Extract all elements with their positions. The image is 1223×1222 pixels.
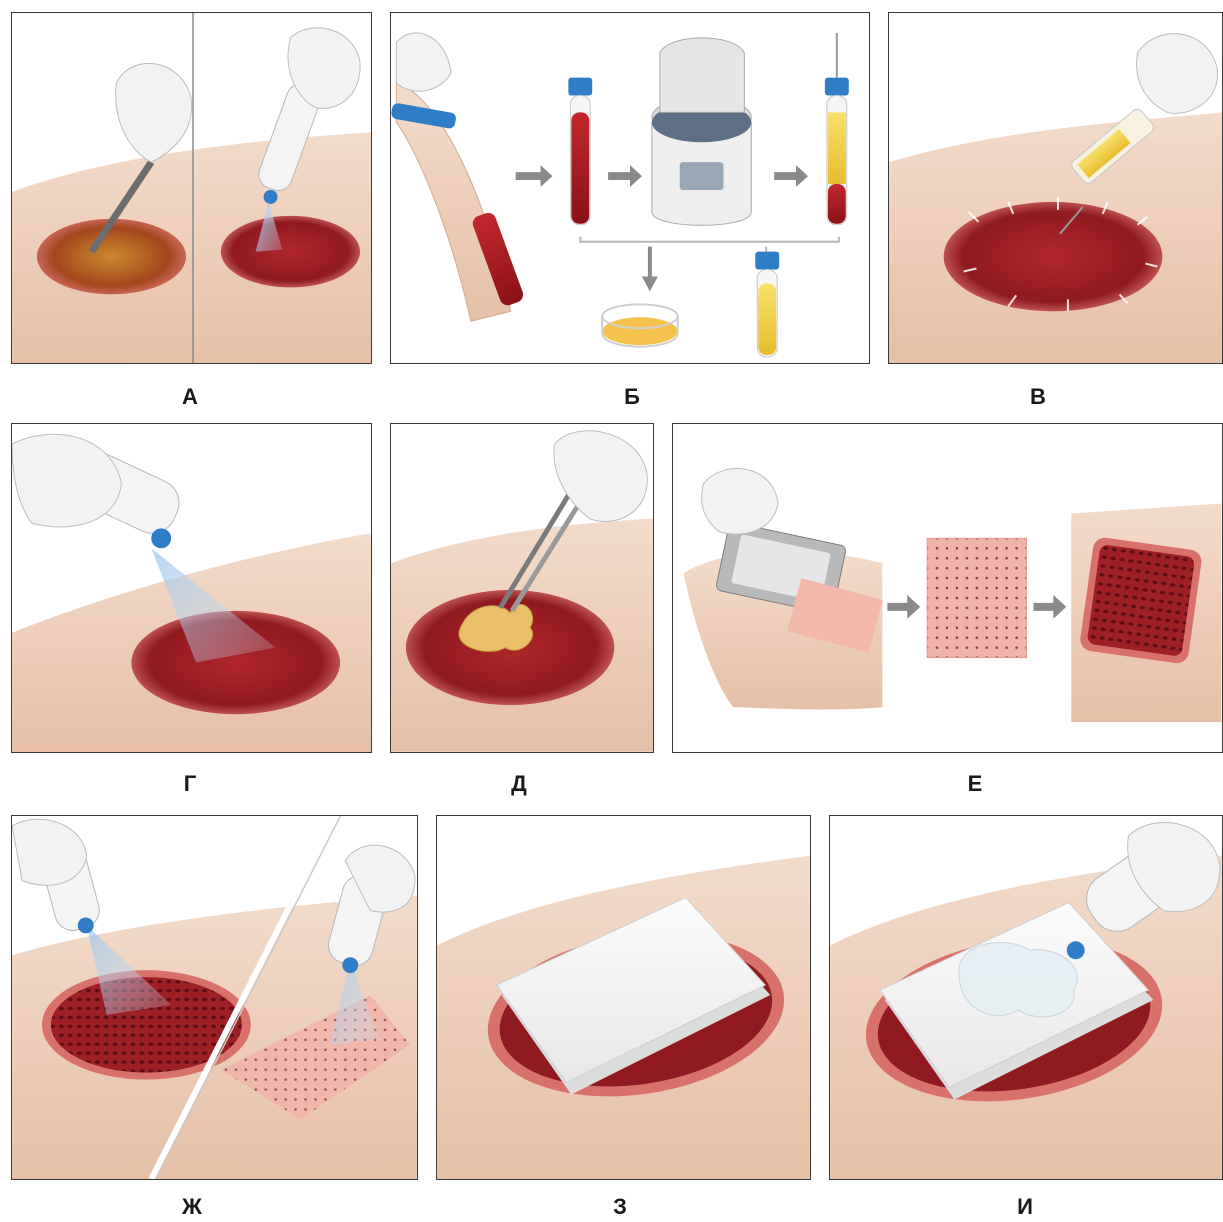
meshed-graft-icon bbox=[927, 538, 1026, 657]
panel-e-mesh-graft bbox=[672, 423, 1223, 753]
arrow-icon bbox=[608, 165, 642, 187]
arrow-icon bbox=[1033, 595, 1066, 619]
blood-tube-icon bbox=[568, 78, 592, 225]
panel-label-a: А bbox=[160, 385, 220, 409]
arrow-down-icon bbox=[642, 247, 658, 292]
mesh-graft-illustration bbox=[673, 424, 1222, 752]
debridement-illustration bbox=[12, 13, 371, 363]
gel-over-dressing-illustration bbox=[830, 816, 1222, 1179]
panel-a-debridement bbox=[11, 12, 372, 364]
panel-zh-spray-graft bbox=[11, 815, 418, 1180]
panel-i-gel-over-dressing bbox=[829, 815, 1223, 1180]
panel-label-v: В bbox=[1008, 385, 1068, 409]
arrow-icon bbox=[774, 165, 808, 187]
panel-label-g: Г bbox=[160, 772, 220, 796]
prp-preparation-illustration bbox=[391, 13, 869, 363]
spray-application-illustration bbox=[12, 424, 371, 752]
fibrin-gel-dish-icon bbox=[602, 304, 678, 346]
panel-b-prp-preparation bbox=[390, 12, 870, 364]
panel-label-zh: Ж bbox=[162, 1195, 222, 1219]
panel-z-dressing bbox=[436, 815, 811, 1180]
gel-application-illustration bbox=[391, 424, 653, 752]
injection-illustration bbox=[889, 13, 1222, 363]
dressing-illustration bbox=[437, 816, 810, 1179]
panel-g-spray-application bbox=[11, 423, 372, 753]
arrow-icon bbox=[516, 165, 553, 187]
grafted-wound-icon bbox=[1079, 536, 1203, 664]
plasma-tube-icon bbox=[755, 252, 779, 357]
arrow-icon bbox=[887, 595, 920, 619]
panel-label-d: Д bbox=[489, 772, 549, 796]
panel-label-b: Б bbox=[602, 385, 662, 409]
panel-d-gel-application bbox=[390, 423, 654, 753]
separated-tube-icon bbox=[825, 33, 849, 225]
centrifuge-icon bbox=[652, 38, 751, 225]
panel-label-e: Е bbox=[945, 772, 1005, 796]
panel-label-z: З bbox=[590, 1195, 650, 1219]
panel-v-injection bbox=[888, 12, 1223, 364]
panel-label-i: И bbox=[995, 1195, 1055, 1219]
spray-graft-illustration bbox=[12, 816, 417, 1179]
